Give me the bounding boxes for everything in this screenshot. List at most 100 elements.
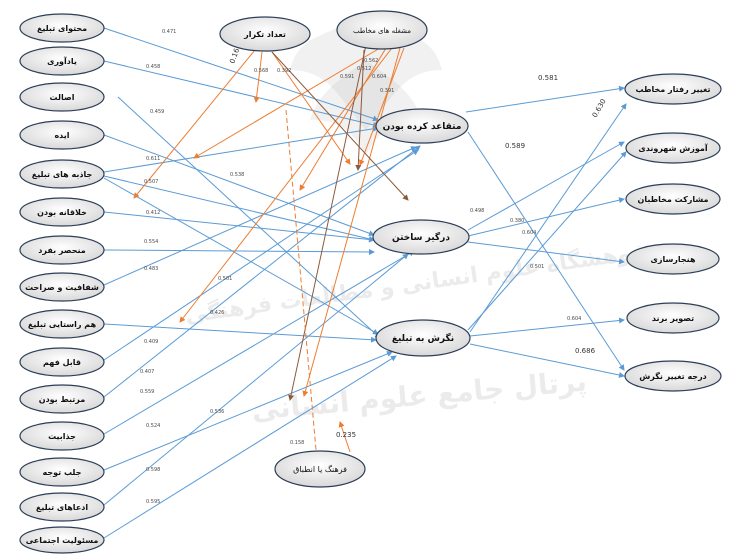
edges xyxy=(103,27,627,539)
node-attitude-change[interactable]: درجه تغییر نگرش xyxy=(624,360,722,392)
node-engagement[interactable]: درگیر ساختن xyxy=(372,219,470,255)
svg-text:مرتبط بودن: مرتبط بودن xyxy=(39,395,86,404)
coefficient-label: 0.554 xyxy=(144,239,158,245)
svg-text:درجه تغییر نگرش: درجه تغییر نگرش xyxy=(639,371,707,382)
svg-text:هنجارسازی: هنجارسازی xyxy=(651,255,696,264)
coefficient-label: 0.538 xyxy=(230,172,244,178)
edge-arrow xyxy=(469,317,625,337)
node-idea[interactable]: ایده xyxy=(19,120,105,150)
svg-text:تصویر برند: تصویر برند xyxy=(652,314,694,323)
node-attention[interactable]: جلب توجه xyxy=(19,457,105,487)
edge-arrow xyxy=(467,141,625,231)
edge-arrow xyxy=(302,47,401,397)
svg-text:محتوای تبلیغ: محتوای تبلیغ xyxy=(37,24,87,33)
coefficient-label: 0.391 xyxy=(380,88,394,94)
coefficient-label: 0.512 xyxy=(357,66,371,72)
coefficient-label: 0.158 xyxy=(290,440,304,446)
svg-text:فرهنگ یا انطباق: فرهنگ یا انطباق xyxy=(293,464,347,474)
node-understandable[interactable]: قابل فهم xyxy=(19,347,105,377)
edge-arrow xyxy=(469,343,625,378)
edge-arrow xyxy=(103,145,421,398)
coefficient-label: 0.536 xyxy=(210,409,224,415)
coefficient-label: 0.686 xyxy=(575,347,596,355)
coefficient-label: 0.409 xyxy=(144,339,158,345)
node-audience-concerns[interactable]: مشغله های مخاطب xyxy=(336,10,428,50)
node-attractiveness[interactable]: جذابیت xyxy=(19,421,105,451)
coefficient-label: 0.380 xyxy=(510,218,524,224)
svg-text:مشارکت مخاطبان: مشارکت مخاطبان xyxy=(638,195,709,204)
node-alignment[interactable]: هم راستایی تبلیغ xyxy=(19,309,105,339)
coefficient-label: 0.501 xyxy=(530,264,544,270)
edge-arrow xyxy=(467,241,625,265)
node-attitude-ad[interactable]: نگرش به تبلیغ xyxy=(375,319,471,357)
edge-arrow xyxy=(103,175,375,242)
coefficient-label: 0.501 xyxy=(218,276,232,282)
svg-text:ادعاهای تبلیغ: ادعاهای تبلیغ xyxy=(36,503,89,512)
edge-arrow xyxy=(103,177,379,335)
svg-text:جلب توجه: جلب توجه xyxy=(43,468,82,477)
edge-arrow xyxy=(469,103,627,333)
coefficient-label: 0.595 xyxy=(146,499,160,505)
edge-arrow xyxy=(338,421,351,453)
edge-arrow xyxy=(133,49,256,199)
svg-text:نگرش به تبلیغ: نگرش به تبلیغ xyxy=(392,332,454,344)
svg-text:شفافیت و صراحت: شفافیت و صراحت xyxy=(25,283,99,292)
node-behavior-change[interactable]: تغییر رفتار مخاطب xyxy=(624,73,722,105)
edge-arrow xyxy=(271,51,351,165)
svg-text:خلاقانه بودن: خلاقانه بودن xyxy=(37,208,87,217)
coefficient-label: 0.598 xyxy=(146,467,160,473)
svg-text:مشغله های مخاطب: مشغله های مخاطب xyxy=(353,27,411,35)
edge-arrow xyxy=(103,125,379,173)
node-norm-making[interactable]: هنجارسازی xyxy=(626,243,720,275)
coefficient-label: 0.483 xyxy=(144,266,158,272)
svg-text:متقاعد کرده بودن: متقاعد کرده بودن xyxy=(383,122,462,132)
node-culture-fit[interactable]: فرهنگ یا انطباق xyxy=(274,450,366,488)
node-authenticity[interactable]: اصالت xyxy=(19,82,105,112)
node-repetition[interactable]: تعداد تکرار xyxy=(219,16,311,52)
node-participation[interactable]: مشارکت مخاطبان xyxy=(625,183,721,215)
svg-text:جذابیت: جذابیت xyxy=(48,432,76,441)
node-brand-image[interactable]: تصویر برند xyxy=(626,302,720,334)
coefficient-label: 0.412 xyxy=(146,210,160,216)
coefficient-label: 0.458 xyxy=(146,64,160,70)
node-citizenship-education[interactable]: آموزش شهروندی xyxy=(625,132,721,164)
edge-arrow xyxy=(103,253,409,506)
right-nodes: تغییر رفتار مخاطب آموزش شهروندی مشارکت م… xyxy=(624,73,722,392)
edge-arrow xyxy=(103,211,375,243)
coefficient-label: 0.630 xyxy=(591,98,608,119)
node-appeals[interactable]: جاذبه های تبلیغ xyxy=(19,159,105,189)
svg-text:منحصر بفرد: منحصر بفرد xyxy=(38,246,86,255)
node-persuasion[interactable]: متقاعد کرده بودن xyxy=(375,108,469,144)
node-social-responsibility[interactable]: مسئولیت اجتماعی xyxy=(19,526,105,554)
edge-arrow xyxy=(358,47,405,166)
left-nodes: محتوای تبلیغ یادآوری اصالت ایده جاذبه ها… xyxy=(19,13,105,554)
edge-arrow xyxy=(467,151,627,331)
edge-arrow xyxy=(103,149,419,361)
coefficient-label: 0.498 xyxy=(470,208,484,214)
edge-arrow xyxy=(271,51,409,201)
coefficient-label: 0.604 xyxy=(372,74,386,80)
node-claims[interactable]: ادعاهای تبلیغ xyxy=(19,492,105,522)
coefficient-label: 0.604 xyxy=(522,230,536,236)
coefficient-label: 0.562 xyxy=(364,58,378,64)
node-recall[interactable]: یادآوری xyxy=(19,46,105,76)
node-content[interactable]: محتوای تبلیغ xyxy=(19,13,105,43)
edge-arrow xyxy=(253,51,263,103)
middle-nodes: متقاعد کرده بودن درگیر ساختن نگرش به تبل… xyxy=(274,108,471,488)
node-uniqueness[interactable]: منحصر بفرد xyxy=(19,235,105,265)
coefficient-label: 0.559 xyxy=(140,389,154,395)
node-creativity[interactable]: خلاقانه بودن xyxy=(19,197,105,227)
coefficient-label: 0.459 xyxy=(150,109,164,115)
coefficient-label: 0.581 xyxy=(538,74,558,82)
svg-text:مسئولیت اجتماعی: مسئولیت اجتماعی xyxy=(26,536,99,545)
edge-arrow xyxy=(355,49,365,171)
node-relevance[interactable]: مرتبط بودن xyxy=(19,384,105,414)
coefficient-label: 0.426 xyxy=(210,310,224,316)
svg-text:جاذبه های تبلیغ: جاذبه های تبلیغ xyxy=(32,170,93,179)
coefficient-label: 0.471 xyxy=(162,29,176,35)
edge-arrow xyxy=(193,47,381,159)
edge-arrow xyxy=(103,351,393,471)
node-clarity[interactable]: شفافیت و صراحت xyxy=(19,272,105,302)
coefficient-label: 0.568 xyxy=(254,68,268,74)
